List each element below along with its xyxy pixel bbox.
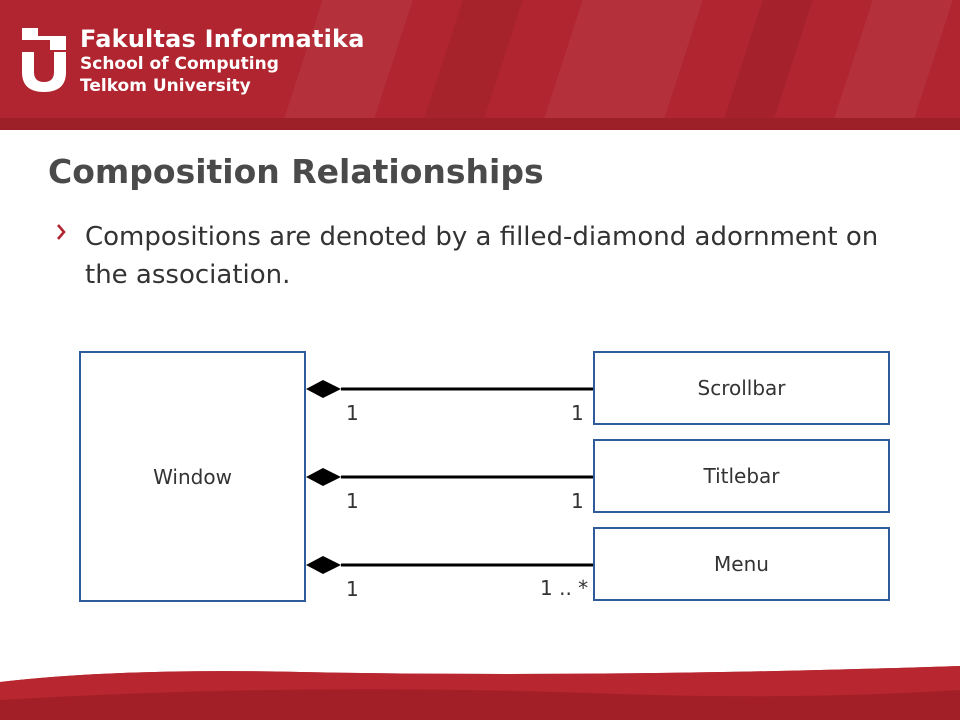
header-banner: Fakultas Informatika School of Computing…	[0, 0, 960, 130]
banner-bottom-band	[0, 118, 960, 130]
class-box-titlebar[interactable]: Titlebar	[593, 439, 890, 513]
slide-title: Composition Relationships	[48, 152, 544, 191]
banner-stripe	[404, 0, 536, 130]
class-name: Window	[153, 464, 232, 489]
filled-diamond-icon	[306, 556, 341, 574]
banner-stripe	[704, 0, 826, 130]
class-name: Scrollbar	[697, 376, 786, 400]
bullet-text: Compositions are denoted by a filled-dia…	[85, 222, 879, 290]
bullet-chevron-icon	[57, 224, 66, 240]
multiplicity-label: 1	[571, 489, 584, 513]
class-box-menu[interactable]: Menu	[593, 527, 890, 601]
multiplicity-label: 1 .. *	[540, 576, 589, 600]
banner-stripe	[524, 0, 716, 130]
brand-text: Fakultas Informatika School of Computing…	[80, 25, 365, 97]
brand-university: Telkom University	[80, 76, 251, 96]
brand-faculty: Fakultas Informatika	[80, 25, 365, 53]
filled-diamond-icon	[306, 468, 341, 486]
class-name: Menu	[714, 552, 769, 576]
multiplicity-label: 1	[346, 489, 359, 513]
footer-curve	[0, 660, 960, 720]
multiplicity-label: 1	[346, 401, 359, 425]
filled-diamond-icon	[306, 380, 341, 398]
brand-school: School of Computing	[80, 54, 279, 74]
class-box-window[interactable]: Window	[79, 351, 306, 602]
footer-band	[0, 660, 960, 720]
multiplicity-label: 1	[571, 401, 584, 425]
university-logo-icon	[22, 28, 66, 92]
class-box-scrollbar[interactable]: Scrollbar	[593, 351, 890, 425]
class-name: Titlebar	[703, 464, 780, 488]
banner-stripe	[814, 0, 960, 130]
multiplicity-label: 1	[346, 577, 359, 601]
